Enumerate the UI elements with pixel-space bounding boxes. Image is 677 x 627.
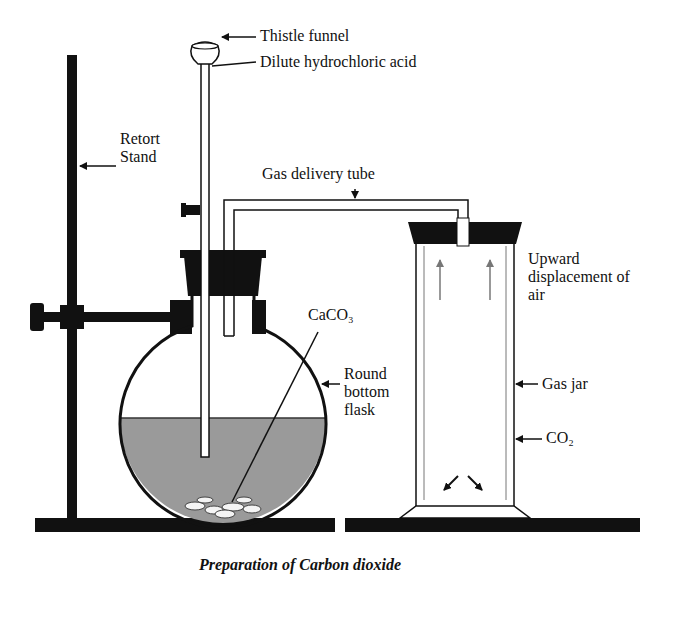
part-label: Thistle funnel: [260, 27, 420, 45]
figure-caption: Preparation of Carbon dioxide: [199, 556, 401, 574]
thistle-funnel: [181, 42, 219, 457]
part-label: Retort Stand: [120, 130, 175, 166]
gas-jar: [400, 218, 530, 518]
part-label: Gas delivery tube: [262, 165, 422, 183]
part-label: Dilute hydrochloric acid: [260, 53, 460, 71]
retort-stand: [30, 55, 335, 532]
bench-base: [345, 518, 640, 532]
part-label: Gas jar: [542, 375, 622, 393]
part-label: Upward displacement of air: [528, 250, 648, 304]
leader-lines: [80, 37, 542, 502]
part-label: CO₂: [546, 429, 606, 447]
part-label: Round bottom flask: [344, 365, 406, 419]
part-label: CaCO₃: [308, 306, 378, 324]
round-bottom-flask: [120, 250, 326, 528]
